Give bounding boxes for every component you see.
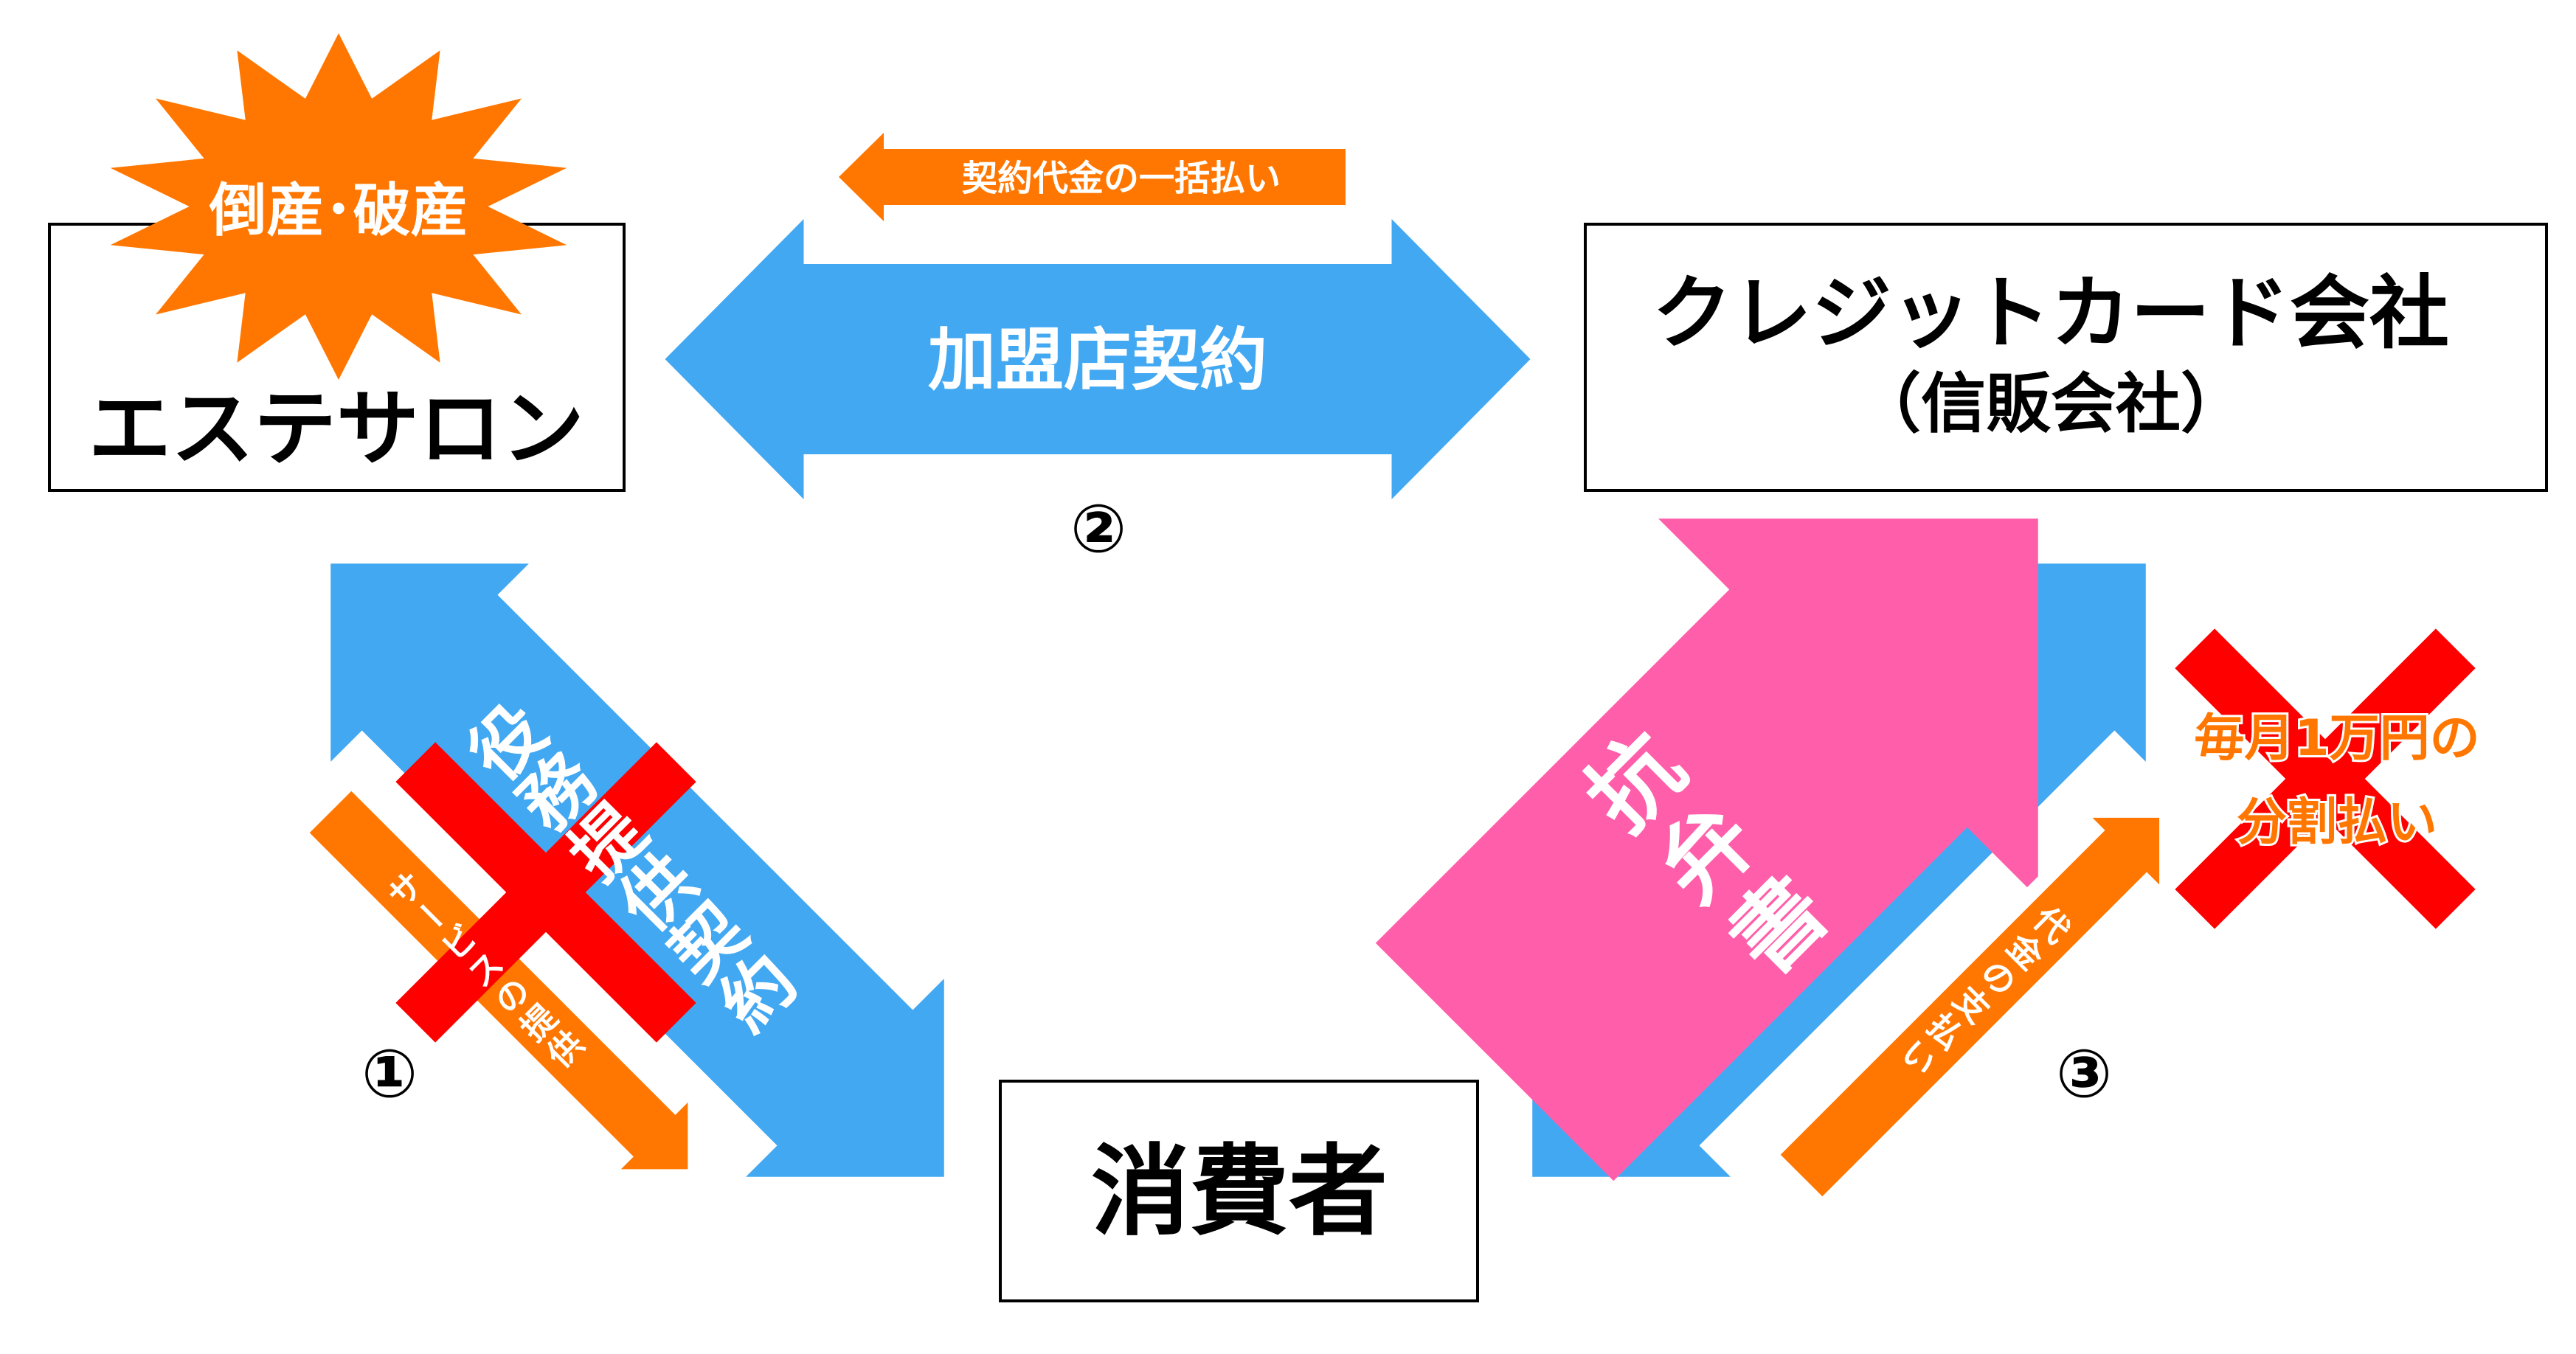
bankruptcy-label: 倒産･破産	[208, 178, 468, 244]
payment-arrow	[1759, 802, 2175, 1218]
step-2-marker: ②	[1070, 490, 1126, 568]
cancel-cross-left-icon	[395, 742, 696, 1043]
lump-payment-label: 契約代金の一括払い	[962, 158, 1281, 199]
step-3-marker: ③	[2056, 1035, 2112, 1113]
installment-line-1: 毎月1万円の	[2194, 709, 2479, 768]
consumer-box	[999, 1080, 1479, 1302]
credit-company-name: クレジットカード会社	[1652, 268, 2449, 360]
installment-line-2: 分割払い	[2237, 794, 2437, 852]
merchant-contract-arrow	[665, 219, 1531, 499]
step-1-marker: ①	[361, 1035, 418, 1113]
lump-payment-arrow	[839, 133, 1346, 221]
credit-company-sub: （信販会社）	[1856, 366, 2246, 442]
credit-company-box	[1584, 223, 2548, 492]
cancel-cross-right-icon	[2175, 628, 2476, 929]
service-provision-arrow	[309, 791, 688, 1170]
consumer-name: 消費者	[1091, 1134, 1388, 1249]
service-contract-arrow	[330, 563, 944, 1177]
bankruptcy-starburst	[110, 33, 567, 380]
merchant-contract-label: 加盟店契約	[928, 321, 1267, 400]
salon-name: エステサロン	[89, 381, 584, 477]
objection-letter-arrow	[1375, 518, 2038, 1181]
